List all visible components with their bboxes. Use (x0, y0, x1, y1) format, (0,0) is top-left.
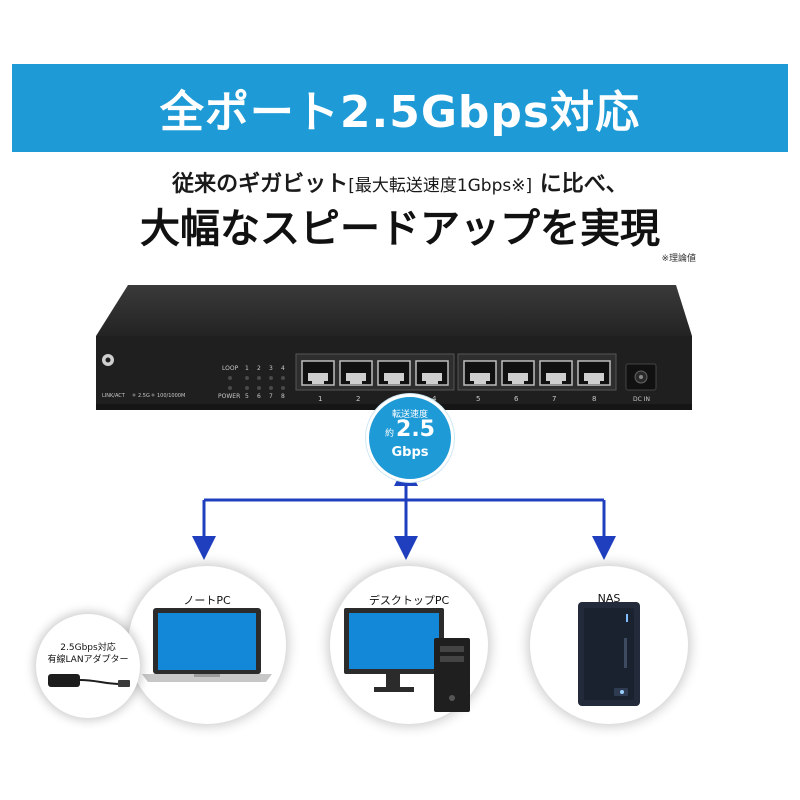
power-label: POWER (218, 393, 240, 400)
laptop-label: ノートPC (183, 594, 231, 607)
port-number: 2 (356, 395, 360, 403)
port-number: 1 (318, 395, 322, 403)
led-number: 1 (245, 365, 249, 372)
dc-in-label: DC IN (633, 396, 650, 403)
port-contacts-icon (384, 373, 404, 384)
speed-unit: Gbps (391, 445, 429, 460)
headline-main: 大幅なスピードアップを実現 (140, 206, 660, 252)
headline-line1: 従来のギガビット[最大転送速度1Gbps※] に比べ、 (0, 166, 800, 198)
desktop-label: デスクトップPC (368, 594, 450, 607)
headline-suffix: に比べ、 (539, 172, 628, 197)
port-number: 7 (552, 395, 556, 403)
led-number: 7 (269, 393, 273, 400)
port-contacts-icon (346, 373, 366, 384)
led-number: 8 (281, 393, 285, 400)
port-number: 8 (592, 395, 596, 403)
led-top-numbers: 1 2 3 4 (245, 365, 285, 372)
headline-prefix: 従来のギガビット (172, 172, 349, 197)
nas-icon (578, 602, 640, 706)
loop-label: LOOP (222, 365, 239, 372)
nas-device: NAS (530, 566, 688, 724)
laptop-device: ノートPC (128, 566, 286, 724)
brand-logo-icon (102, 354, 114, 366)
legend-link-act: LINK/ACT (102, 393, 126, 399)
ethernet-ports (301, 360, 611, 386)
legend-100-1000m: 100/1000M (157, 393, 185, 399)
connection-arrows (192, 462, 616, 560)
port-number: 4 (432, 395, 437, 403)
port-contacts-icon (508, 373, 528, 384)
port-contacts-icon (470, 373, 490, 384)
footnote: ※理論値 (661, 254, 696, 264)
speed-badge: 転送速度 約2.5 Gbps (366, 394, 454, 482)
led-number: 6 (257, 393, 261, 400)
speed-approx: 約 (385, 429, 395, 439)
desktop-device: デスクトップPC (330, 566, 488, 724)
port-contacts-icon (308, 373, 328, 384)
usb-lan-adapter-icon (48, 674, 130, 687)
dc-in-jack-icon (625, 363, 657, 391)
port-contacts-icon (584, 373, 604, 384)
adapter-label-line2: 有線LANアダプター (47, 655, 129, 665)
switch-top (96, 285, 692, 336)
lan-adapter: 2.5Gbps対応 有線LANアダプター (36, 614, 140, 718)
speed-value: 約2.5 (369, 417, 451, 442)
nas-label: NAS (597, 592, 621, 605)
legend-2-5g: 2.5G (138, 393, 150, 399)
led-number: 5 (245, 393, 249, 400)
port-contacts-icon (422, 373, 442, 384)
banner-title: 全ポート2.5Gbps対応 (159, 87, 641, 138)
adapter-label-line1: 2.5Gbps対応 (60, 643, 116, 653)
speed-label: 転送速度 (391, 410, 428, 420)
status-leds (228, 376, 285, 390)
led-number: 3 (269, 365, 273, 372)
led-bottom-numbers: 5 6 7 8 (245, 393, 285, 400)
desktop-pc-icon (344, 608, 470, 712)
adapter-label: 2.5Gbps対応 有線LANアダプター (36, 642, 140, 666)
title-banner: 全ポート2.5Gbps対応 (12, 64, 788, 152)
laptop-icon (142, 608, 272, 682)
speed-number: 2.5 (396, 417, 435, 442)
port-contacts-icon (546, 373, 566, 384)
port-number: 6 (514, 395, 519, 403)
led-number: 4 (281, 365, 285, 372)
led-number: 2 (257, 365, 261, 372)
port-number: 5 (476, 395, 480, 403)
headline-spec: [最大転送速度1Gbps※] (348, 176, 533, 196)
